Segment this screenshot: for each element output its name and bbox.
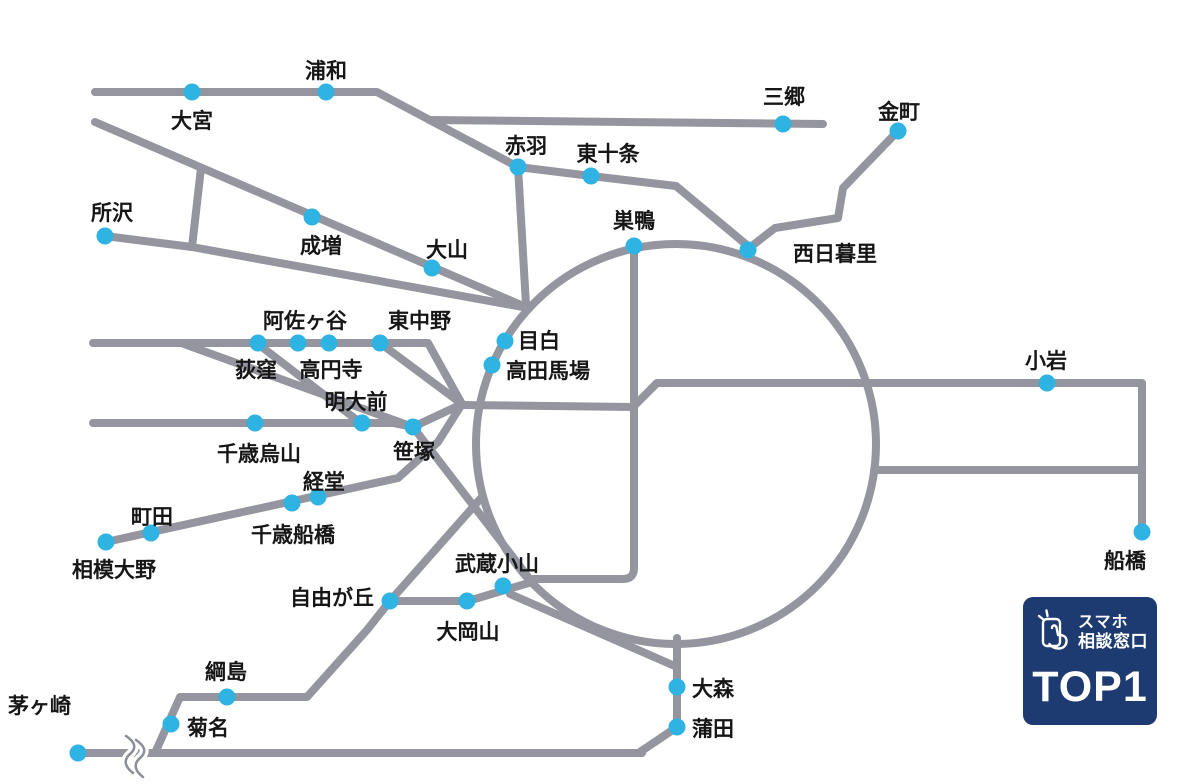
- line-tohoku-main: [91, 88, 522, 171]
- line-mita: [529, 239, 638, 583]
- station-dot: [183, 83, 201, 101]
- line-toyoko: [151, 493, 486, 757]
- rail-lines: [74, 88, 1146, 757]
- line-chuo-east: [458, 401, 637, 411]
- station-dot: [509, 158, 527, 176]
- station-label: 明大前: [325, 390, 388, 414]
- line-akabane-ikebukuro: [514, 163, 530, 309]
- line-sobu-east: [629, 379, 1146, 536]
- station-dot: [303, 208, 321, 226]
- station-label: 東中野: [388, 310, 451, 333]
- station-dot: [582, 167, 600, 185]
- badge-rank-label: TOP1: [1032, 663, 1148, 711]
- station-label: 巣鴨: [612, 209, 655, 233]
- line-musashino: [425, 116, 827, 128]
- station-dot: [774, 115, 792, 133]
- station-label: 三郷: [763, 86, 805, 109]
- station-dot: [625, 237, 643, 255]
- station-label: 自由が丘: [290, 586, 374, 610]
- station-dot: [142, 524, 160, 542]
- station-label: 大宮: [171, 109, 213, 133]
- station-label: 浦和: [305, 59, 347, 83]
- line-keihin-north: [514, 163, 752, 250]
- station-dot: [458, 592, 476, 610]
- station-dot: [249, 334, 267, 352]
- badge-service-name: スマホ 相談窓口: [1078, 614, 1148, 652]
- station-label: 千歳烏山: [217, 442, 301, 466]
- station-dot: [371, 334, 389, 352]
- station-label: 大森: [692, 678, 735, 701]
- line-chuo-west: [89, 339, 466, 408]
- station-label: 金町: [877, 100, 920, 124]
- station-dot: [353, 414, 371, 432]
- station-label: 高円寺: [300, 358, 363, 382]
- station-label: 千歳船橋: [251, 523, 336, 547]
- station-dot: [218, 688, 236, 706]
- line-joban-northwest: [744, 127, 902, 253]
- station-dot: [404, 418, 422, 436]
- station-dot: [69, 744, 87, 762]
- station-label: 東十条: [577, 142, 641, 166]
- station-label: 茅ヶ崎: [8, 694, 71, 718]
- station-label: 西日暮里: [793, 242, 877, 266]
- station-dot: [246, 414, 264, 432]
- line-sobu-local-west: [376, 339, 466, 408]
- station-label: 大山: [426, 239, 468, 262]
- station-label: 町田: [131, 506, 173, 529]
- station-label: 蒲田: [692, 718, 734, 741]
- station-label: 大岡山: [437, 621, 500, 644]
- station-label: 綱島: [205, 660, 247, 684]
- badge-service-line2: 相談窓口: [1078, 631, 1148, 651]
- station-label: 所沢: [91, 202, 134, 225]
- line-keio-hub: [409, 400, 466, 431]
- line-seibu-connector: [188, 164, 205, 251]
- line-oimachi: [506, 590, 681, 671]
- top1-badge: スマホ 相談窓口 TOP1: [1023, 597, 1157, 725]
- station-label: 小岩: [1025, 349, 1067, 373]
- station-label: 荻窪: [235, 358, 277, 382]
- station-dot: [320, 334, 338, 352]
- station-dot: [668, 678, 686, 696]
- station-dot: [96, 227, 114, 245]
- smartphone-tap-icon: [1035, 607, 1073, 658]
- station-label: 目白: [518, 329, 560, 353]
- station-label: 経堂: [303, 470, 345, 494]
- line-marunouchi-a: [180, 340, 417, 431]
- station-dot: [1133, 523, 1151, 541]
- station-dot: [1038, 374, 1056, 392]
- station-dot: [483, 356, 501, 374]
- station-dot: [289, 334, 307, 352]
- line-yamanote-loop: [472, 240, 880, 648]
- station-label: 高田馬場: [506, 359, 590, 383]
- station-dot: [889, 122, 907, 140]
- station-label: 菊名: [187, 716, 229, 740]
- station-dot: [739, 241, 757, 259]
- station-dot: [309, 488, 327, 506]
- station-dots: [69, 83, 1151, 762]
- station-dot: [283, 494, 301, 512]
- station-label: 武蔵小山: [455, 552, 539, 576]
- station-label: 相模大野: [72, 558, 156, 582]
- line-break-mark: [121, 731, 149, 782]
- station-label: 成増: [300, 234, 342, 258]
- station-label: 阿佐ヶ谷: [263, 309, 348, 333]
- badge-service-line1: スマホ: [1078, 613, 1129, 631]
- line-marunouchi-b: [254, 340, 366, 428]
- station-label: 笹塚: [393, 440, 435, 464]
- station-dot: [494, 577, 512, 595]
- station-dot: [381, 592, 399, 610]
- line-odakyu: [102, 400, 466, 546]
- station-dot: [162, 715, 180, 733]
- badge-header: スマホ 相談窓口: [1031, 607, 1149, 658]
- station-label: 船橋: [1104, 549, 1147, 573]
- station-dot: [423, 259, 441, 277]
- station-dot: [317, 83, 335, 101]
- station-dot: [496, 332, 514, 350]
- station-label: 赤羽: [505, 135, 547, 158]
- station-dot: [668, 718, 686, 736]
- station-dot: [97, 533, 115, 551]
